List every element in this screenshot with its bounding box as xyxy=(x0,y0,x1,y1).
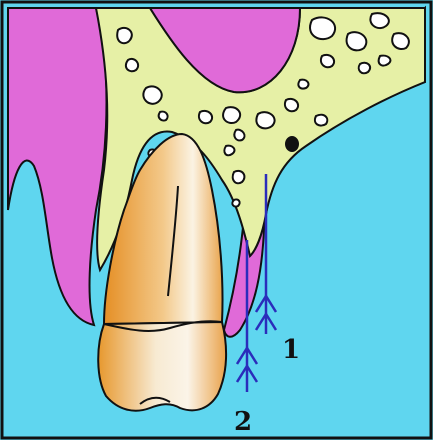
tooth-crown xyxy=(98,322,226,411)
vessel-dot xyxy=(285,136,299,152)
label-1: 1 xyxy=(282,335,300,365)
label-2: 2 xyxy=(234,407,252,437)
